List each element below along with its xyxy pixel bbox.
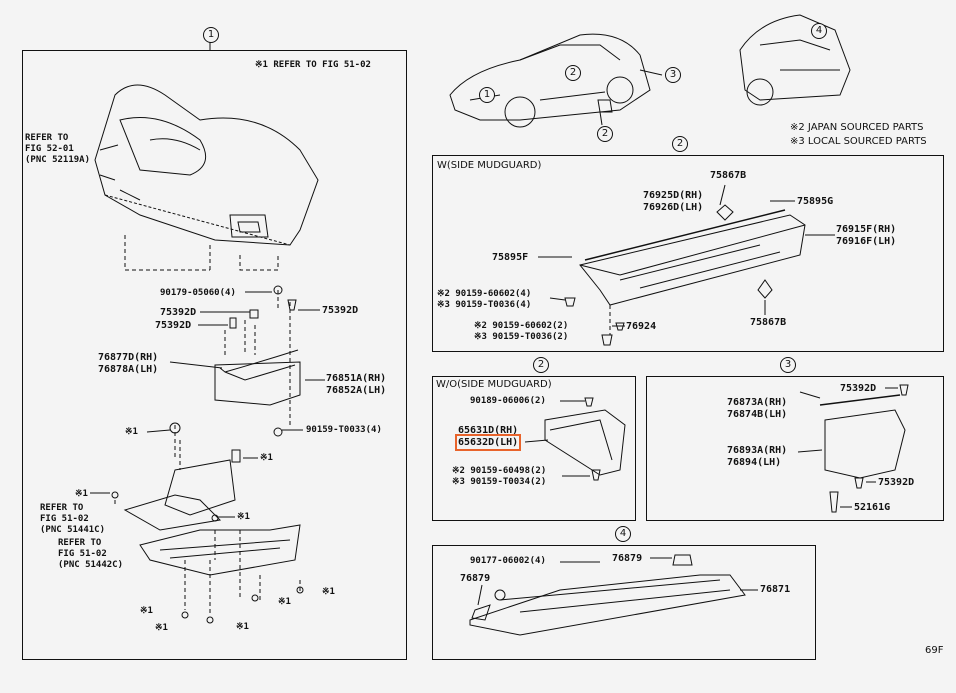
part-76873A[interactable]: 76873A(RH) <box>727 397 788 408</box>
mark-1-h: ※1 <box>155 623 168 633</box>
part-90189[interactable]: 90189-06006(2) <box>470 396 546 406</box>
section2wo-title: W/O(SIDE MUDGUARD) <box>436 379 552 390</box>
part-76877D[interactable]: 76877D(RH) <box>98 352 159 363</box>
part-65632D-highlighted[interactable]: 65632D(LH) <box>454 434 522 451</box>
part-90159-60602-4[interactable]: ※2 90159-60602(4) <box>437 289 532 299</box>
car-rear-view <box>739 14 851 106</box>
mark-1-a: ※1 <box>125 427 138 437</box>
part-75392D-right[interactable]: 75392D <box>322 305 359 316</box>
part-76852A[interactable]: 76852A(LH) <box>326 385 387 396</box>
part-76893A[interactable]: 76893A(RH) <box>727 445 788 456</box>
section2w-number: 2 <box>672 136 688 152</box>
part-75867B-b[interactable]: 75867B <box>750 317 787 328</box>
mark-1-i: ※1 <box>236 622 249 632</box>
part-76924[interactable]: 76924 <box>626 321 657 332</box>
overview-callout-1[interactable]: 1 <box>479 87 495 103</box>
mark-1-f: ※1 <box>278 597 291 607</box>
mark-1-c: ※1 <box>75 489 88 499</box>
part-75392D-s3a[interactable]: 75392D <box>840 383 877 394</box>
ref3-line3: (PNC 51442C) <box>58 560 124 570</box>
section2w-title: W(SIDE MUDGUARD) <box>437 160 542 171</box>
part-76916F[interactable]: 76916F(LH) <box>836 236 897 247</box>
ref1-line2: FIG 52-01 <box>25 144 74 154</box>
part-76874B[interactable]: 76874B(LH) <box>727 409 788 420</box>
section1-clips <box>169 285 297 463</box>
label-leaders <box>90 40 898 606</box>
section1-number: 1 <box>203 27 219 43</box>
part-75392D-b[interactable]: 75392D <box>155 320 192 331</box>
rear-spoiler <box>469 554 746 636</box>
section1-frame <box>22 50 407 660</box>
section2wo-number: 2 <box>533 357 549 373</box>
mark-1-d: ※1 <box>237 512 250 522</box>
section2wo-frame <box>432 376 636 521</box>
note-japan: ※2 JAPAN SOURCED PARTS <box>790 122 924 133</box>
section1-note: ※1 REFER TO FIG 51-02 <box>255 60 371 70</box>
part-75392D-a[interactable]: 75392D <box>160 307 197 318</box>
part-65631D[interactable]: 65631D(RH) <box>458 425 519 436</box>
section3-frame <box>646 376 944 521</box>
part-75895F[interactable]: 75895F <box>492 252 529 263</box>
section4-frame <box>432 545 816 660</box>
mark-1-b: ※1 <box>260 453 273 463</box>
part-90159-60602-2[interactable]: ※2 90159-60602(2) <box>474 321 569 331</box>
part-76851A[interactable]: 76851A(RH) <box>326 373 387 384</box>
part-76879-b[interactable]: 76879 <box>460 573 491 584</box>
note-local: ※3 LOCAL SOURCED PARTS <box>790 136 927 147</box>
ref3-line2: FIG 51-02 <box>58 549 107 559</box>
front-lip-spoiler <box>214 349 301 406</box>
section4-number: 4 <box>615 526 631 542</box>
overview-callout-2a[interactable]: 2 <box>565 65 581 81</box>
part-90159-T0036-4[interactable]: ※3 90159-T0036(4) <box>437 300 532 310</box>
part-75392D-s3b[interactable]: 75392D <box>878 477 915 488</box>
mark-1-e: ※1 <box>322 587 335 597</box>
front-bumper-cover <box>94 84 319 246</box>
section3-number: 3 <box>780 357 796 373</box>
overview-callout-4[interactable]: 4 <box>811 23 827 39</box>
ref2-line1: REFER TO <box>40 503 84 513</box>
engine-under-covers <box>111 459 304 624</box>
ref2-line3: (PNC 51441C) <box>40 525 106 535</box>
ref3-line1: REFER TO <box>58 538 102 548</box>
rear-mud-flap <box>819 384 909 513</box>
ref1-line1: REFER TO <box>25 133 69 143</box>
part-90177[interactable]: 90177-06002(4) <box>470 556 546 566</box>
part-76894[interactable]: 76894(LH) <box>727 457 782 468</box>
part-75895G[interactable]: 75895G <box>797 196 834 207</box>
part-76879-a[interactable]: 76879 <box>612 553 643 564</box>
mudflap-small <box>597 99 613 113</box>
part-90159-T0033[interactable]: 90159-T0033(4) <box>306 425 382 435</box>
part-76926D[interactable]: 76926D(LH) <box>643 202 704 213</box>
part-90159-T0034[interactable]: ※3 90159-T0034(2) <box>452 477 547 487</box>
overview-callout-3[interactable]: 3 <box>665 67 681 83</box>
side-rocker-moulding <box>564 204 806 346</box>
mark-1-g: ※1 <box>140 606 153 616</box>
part-90159-T0036-2[interactable]: ※3 90159-T0036(2) <box>474 332 569 342</box>
part-75867B-a[interactable]: 75867B <box>710 170 747 181</box>
part-90179[interactable]: 90179-05060(4) <box>160 288 236 298</box>
section2w-frame <box>432 155 944 352</box>
part-76915F[interactable]: 76915F(RH) <box>836 224 897 235</box>
car-front-view <box>449 33 651 128</box>
ref2-line2: FIG 51-02 <box>40 514 89 524</box>
part-76878A[interactable]: 76878A(LH) <box>98 364 159 375</box>
part-90159-60498[interactable]: ※2 90159-60498(2) <box>452 466 547 476</box>
part-76871[interactable]: 76871 <box>760 584 791 595</box>
ref1-line3: (PNC 52119A) <box>25 155 91 165</box>
part-52161G[interactable]: 52161G <box>854 502 891 513</box>
overview-callout-2b[interactable]: 2 <box>597 126 613 142</box>
part-76925D[interactable]: 76925D(RH) <box>643 190 704 201</box>
page-code: 69F <box>925 645 944 656</box>
